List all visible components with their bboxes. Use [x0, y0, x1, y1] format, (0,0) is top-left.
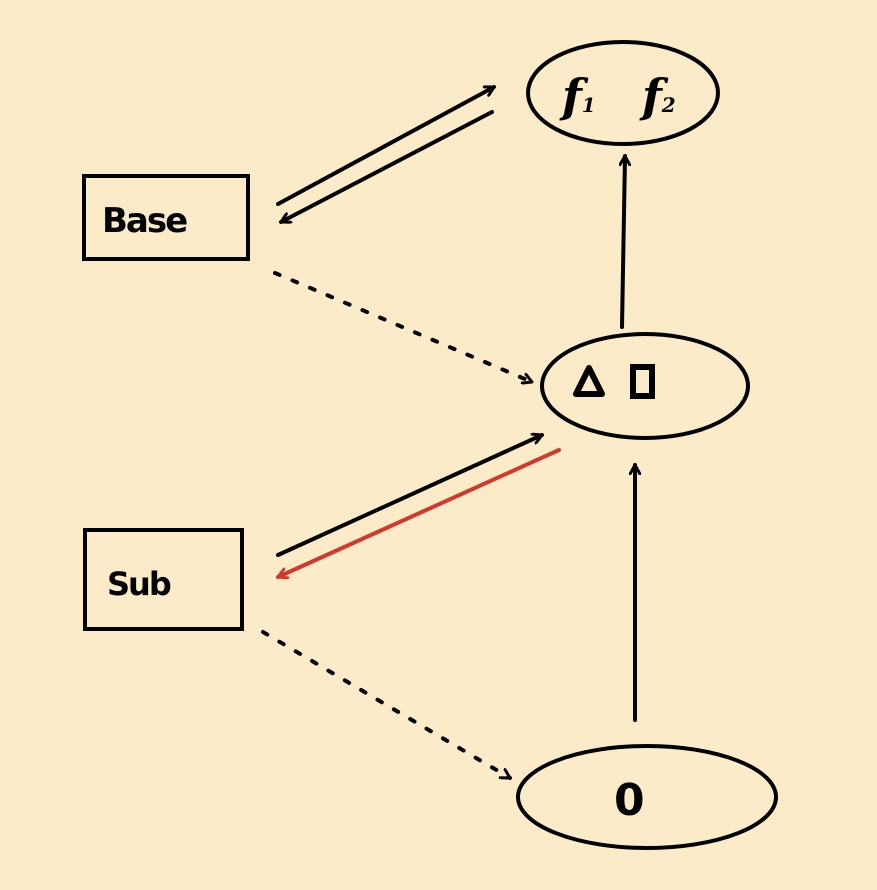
shapes-ellipse — [540, 332, 750, 440]
red-arrow-shapes-to-sub — [276, 448, 561, 577]
base-node: Base — [82, 174, 250, 261]
sub-node: Sub — [83, 528, 244, 631]
sub-label: Sub — [107, 565, 171, 603]
shapes-node — [540, 332, 750, 440]
dotted-arrow-base-to-shapes — [273, 271, 534, 382]
base-label: Base — [102, 201, 187, 241]
zero-node: 0 — [516, 744, 778, 850]
arrow-functions-to-base — [279, 110, 494, 224]
base-box — [82, 174, 250, 261]
f1-label: f1 — [559, 69, 596, 123]
zero-ellipse — [516, 744, 778, 850]
arrow-sub-to-shapes — [276, 435, 544, 557]
functions-ellipse — [526, 40, 720, 146]
arrow-base-to-functions — [276, 85, 496, 206]
triangle-icon — [573, 365, 605, 397]
functions-node: f1 f2 — [526, 40, 720, 146]
square-icon — [630, 364, 655, 399]
f2-label: f2 — [639, 69, 676, 123]
sub-box — [83, 528, 244, 631]
arrow-shapes-to-functions — [622, 154, 625, 329]
dotted-arrow-sub-to-zero — [261, 630, 512, 780]
zero-label: 0 — [614, 775, 645, 826]
